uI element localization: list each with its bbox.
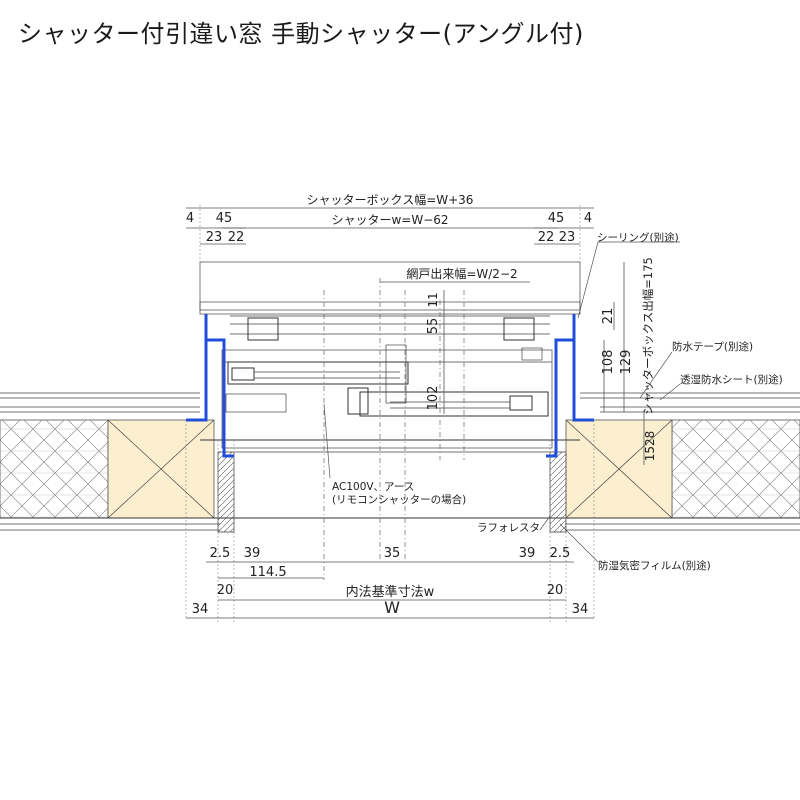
dim-top-right-22: 22 xyxy=(538,230,555,245)
vertical-dimensions: 11 55 102 21 108 129 シャッターボックス出幅=175 152… xyxy=(426,257,657,465)
dim-b-left-2-5: 2.5 xyxy=(210,546,231,561)
annotations: シーリング(別途) 防水テープ(別途) 透湿防水シート(別途) AC100V、ア… xyxy=(323,231,783,572)
insulation-right xyxy=(671,419,800,519)
dim-v-108: 108 xyxy=(601,350,616,375)
angle-brackets xyxy=(186,314,594,458)
note-lath: ラフォレスタ xyxy=(477,522,540,534)
dim-b-right-20: 20 xyxy=(547,583,564,598)
dim-v-129: 129 xyxy=(619,350,634,375)
note-breathable-sheet: 透湿防水シート(別途) xyxy=(680,373,783,386)
dim-box-width: シャッターボックス幅=W+36 xyxy=(307,192,474,207)
dim-top-right-23: 23 xyxy=(559,230,576,245)
note-ac-line1: AC100V、アース xyxy=(332,481,414,493)
wall-structure xyxy=(0,392,800,533)
dim-b-right-34: 34 xyxy=(572,602,589,617)
note-ac-line2: (リモコンシャッターの場合) xyxy=(332,493,466,506)
dim-b-left-20: 20 xyxy=(217,583,234,598)
page-title: シャッター付引違い窓 手動シャッター(アングル付) xyxy=(18,20,584,48)
dim-w: W xyxy=(384,598,400,617)
dim-top-left-22: 22 xyxy=(228,230,245,245)
dim-top-right-45: 45 xyxy=(548,211,565,226)
dim-shutter-width: シャッターw=W−62 xyxy=(331,213,448,227)
dim-top-left-23: 23 xyxy=(206,230,223,245)
dim-top-left-4: 4 xyxy=(186,211,194,226)
dim-b-left-34: 34 xyxy=(192,602,209,617)
jamb-right xyxy=(549,451,567,533)
dim-top-right-4: 4 xyxy=(584,211,592,226)
window-frame xyxy=(200,344,580,453)
dim-b-left-39: 39 xyxy=(244,546,261,561)
dim-box-projection: シャッターボックス出幅=175 xyxy=(641,257,655,415)
bottom-dimensions: 2.5 39 35 39 2.5 114.5 20 20 内法基準寸法w W 3… xyxy=(186,546,594,619)
jamb-left xyxy=(217,451,235,533)
dim-b-114-5: 114.5 xyxy=(249,565,286,580)
dim-inner-standard: 内法基準寸法w xyxy=(346,584,435,600)
insulation-left xyxy=(0,419,109,519)
dim-b-right-2-5: 2.5 xyxy=(550,546,571,561)
note-waterproof-tape: 防水テープ(別途) xyxy=(672,340,753,353)
dim-v-21: 21 xyxy=(601,308,616,325)
note-sealing: シーリング(別途) xyxy=(597,231,679,244)
center-lines xyxy=(185,205,595,622)
dim-v-1528: 1528 xyxy=(643,431,657,462)
shutter-box xyxy=(199,261,581,341)
dim-b-right-39: 39 xyxy=(519,546,536,561)
dim-top-left-45: 45 xyxy=(216,211,233,226)
note-vapor-film: 防湿気密フィルム(別途) xyxy=(598,559,711,572)
dim-screen-width: 網戸出来幅=W/2−2 xyxy=(406,266,517,281)
dim-v-11: 11 xyxy=(426,292,440,307)
dim-v-55: 55 xyxy=(426,318,441,335)
dim-v-102: 102 xyxy=(426,386,441,411)
dim-b-35: 35 xyxy=(384,546,401,561)
top-dimensions: シャッターボックス幅=W+36 シャッターw=W−62 網戸出来幅=W/2−2 … xyxy=(186,192,594,283)
